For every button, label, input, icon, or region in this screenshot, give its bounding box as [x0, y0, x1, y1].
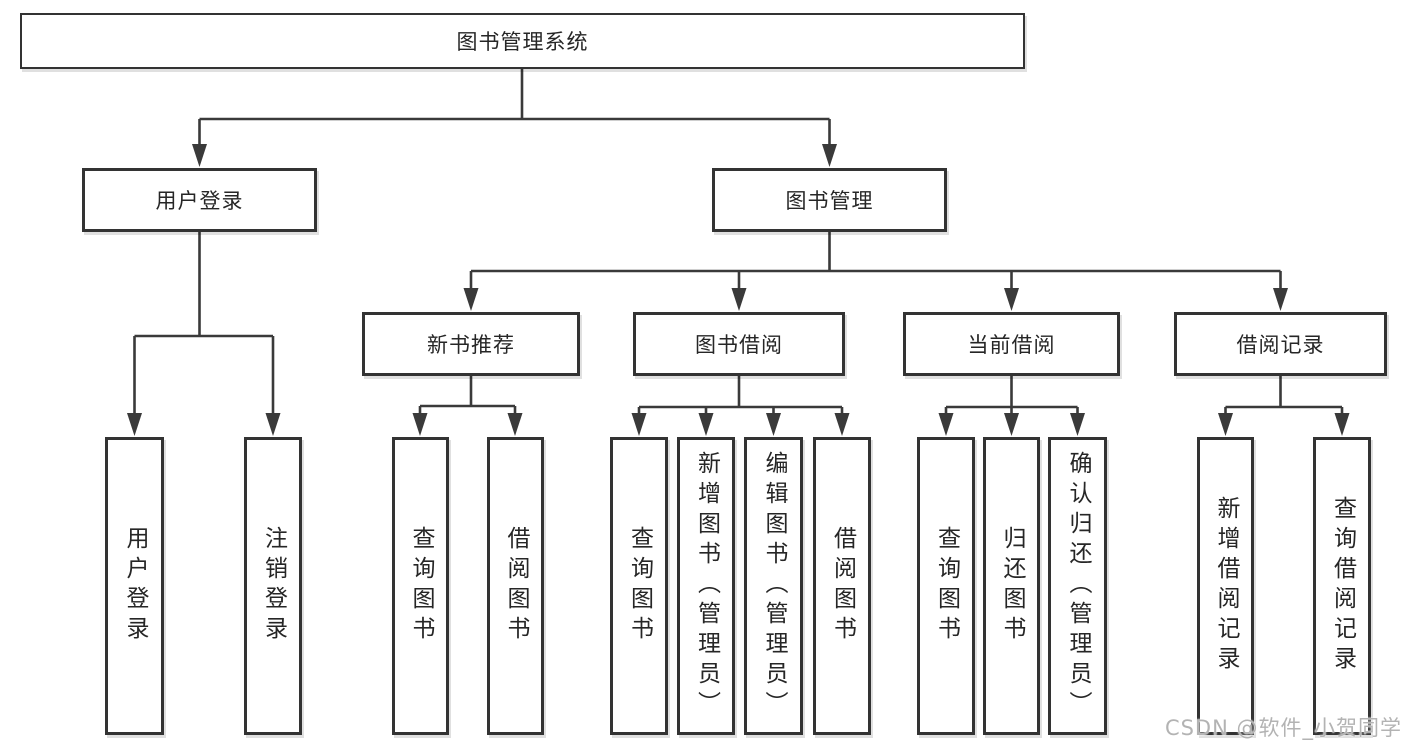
leaf-current-query-books-label: 查询图书: [933, 526, 960, 646]
leaf-borrow-edit-books-admin: 编辑图书（管理员）: [744, 437, 803, 735]
leaf-current-confirm-return-admin-label: 确认归还（管理员）: [1065, 451, 1091, 721]
node-book-borrow: 图书借阅: [633, 312, 845, 376]
csdn-watermark: CSDN @软件_小贺同学: [1164, 716, 1402, 740]
node-user-login-label: 用户登录: [155, 189, 244, 213]
node-root-library-system: 图书管理系统: [20, 13, 1025, 69]
node-new-book-recommend-label: 新书推荐: [427, 333, 515, 357]
leaf-borrow-borrow-books: 借阅图书: [813, 437, 871, 735]
node-user-login: 用户登录: [82, 168, 317, 232]
leaf-borrow-add-books-admin: 新增图书（管理员）: [677, 437, 735, 735]
node-new-book-recommend: 新书推荐: [362, 312, 580, 376]
leaf-user-login-label: 用户登录: [122, 526, 148, 646]
node-borrow-record-label: 借阅记录: [1236, 333, 1325, 357]
leaf-record-query-borrow-record: 查询借阅记录: [1313, 437, 1371, 735]
node-book-management-label: 图书管理: [785, 189, 874, 213]
leaf-borrow-borrow-books-label: 借阅图书: [829, 526, 856, 646]
node-book-management: 图书管理: [712, 168, 947, 232]
leaf-recommend-query-books-label: 查询图书: [408, 526, 434, 646]
leaf-current-query-books: 查询图书: [917, 437, 975, 735]
leaf-recommend-borrow-books: 借阅图书: [487, 437, 544, 735]
leaf-record-add-borrow-record-label: 新增借阅记录: [1213, 496, 1239, 676]
leaf-borrow-query-books-label: 查询图书: [626, 526, 653, 646]
leaf-borrow-edit-books-admin-label: 编辑图书（管理员）: [761, 451, 787, 721]
leaf-record-add-borrow-record: 新增借阅记录: [1197, 437, 1254, 735]
leaf-borrow-query-books: 查询图书: [610, 437, 668, 735]
leaf-current-confirm-return-admin: 确认归还（管理员）: [1048, 437, 1107, 735]
leaf-recommend-borrow-books-label: 借阅图书: [503, 526, 529, 646]
leaf-user-login: 用户登录: [105, 437, 164, 735]
node-current-borrow: 当前借阅: [903, 312, 1120, 376]
node-root-label: 图书管理系统: [456, 30, 589, 54]
leaf-current-return-books: 归还图书: [983, 437, 1040, 735]
leaf-logout-login-label: 注销登录: [260, 526, 287, 646]
node-book-borrow-label: 图书借阅: [695, 333, 783, 357]
leaf-logout-login: 注销登录: [244, 437, 302, 735]
leaf-recommend-query-books: 查询图书: [392, 437, 449, 735]
leaf-record-query-borrow-record-label: 查询借阅记录: [1329, 496, 1356, 676]
node-borrow-record: 借阅记录: [1174, 312, 1387, 376]
node-current-borrow-label: 当前借阅: [967, 333, 1056, 357]
leaf-borrow-add-books-admin-label: 新增图书（管理员）: [693, 451, 720, 721]
leaf-current-return-books-label: 归还图书: [999, 526, 1025, 646]
